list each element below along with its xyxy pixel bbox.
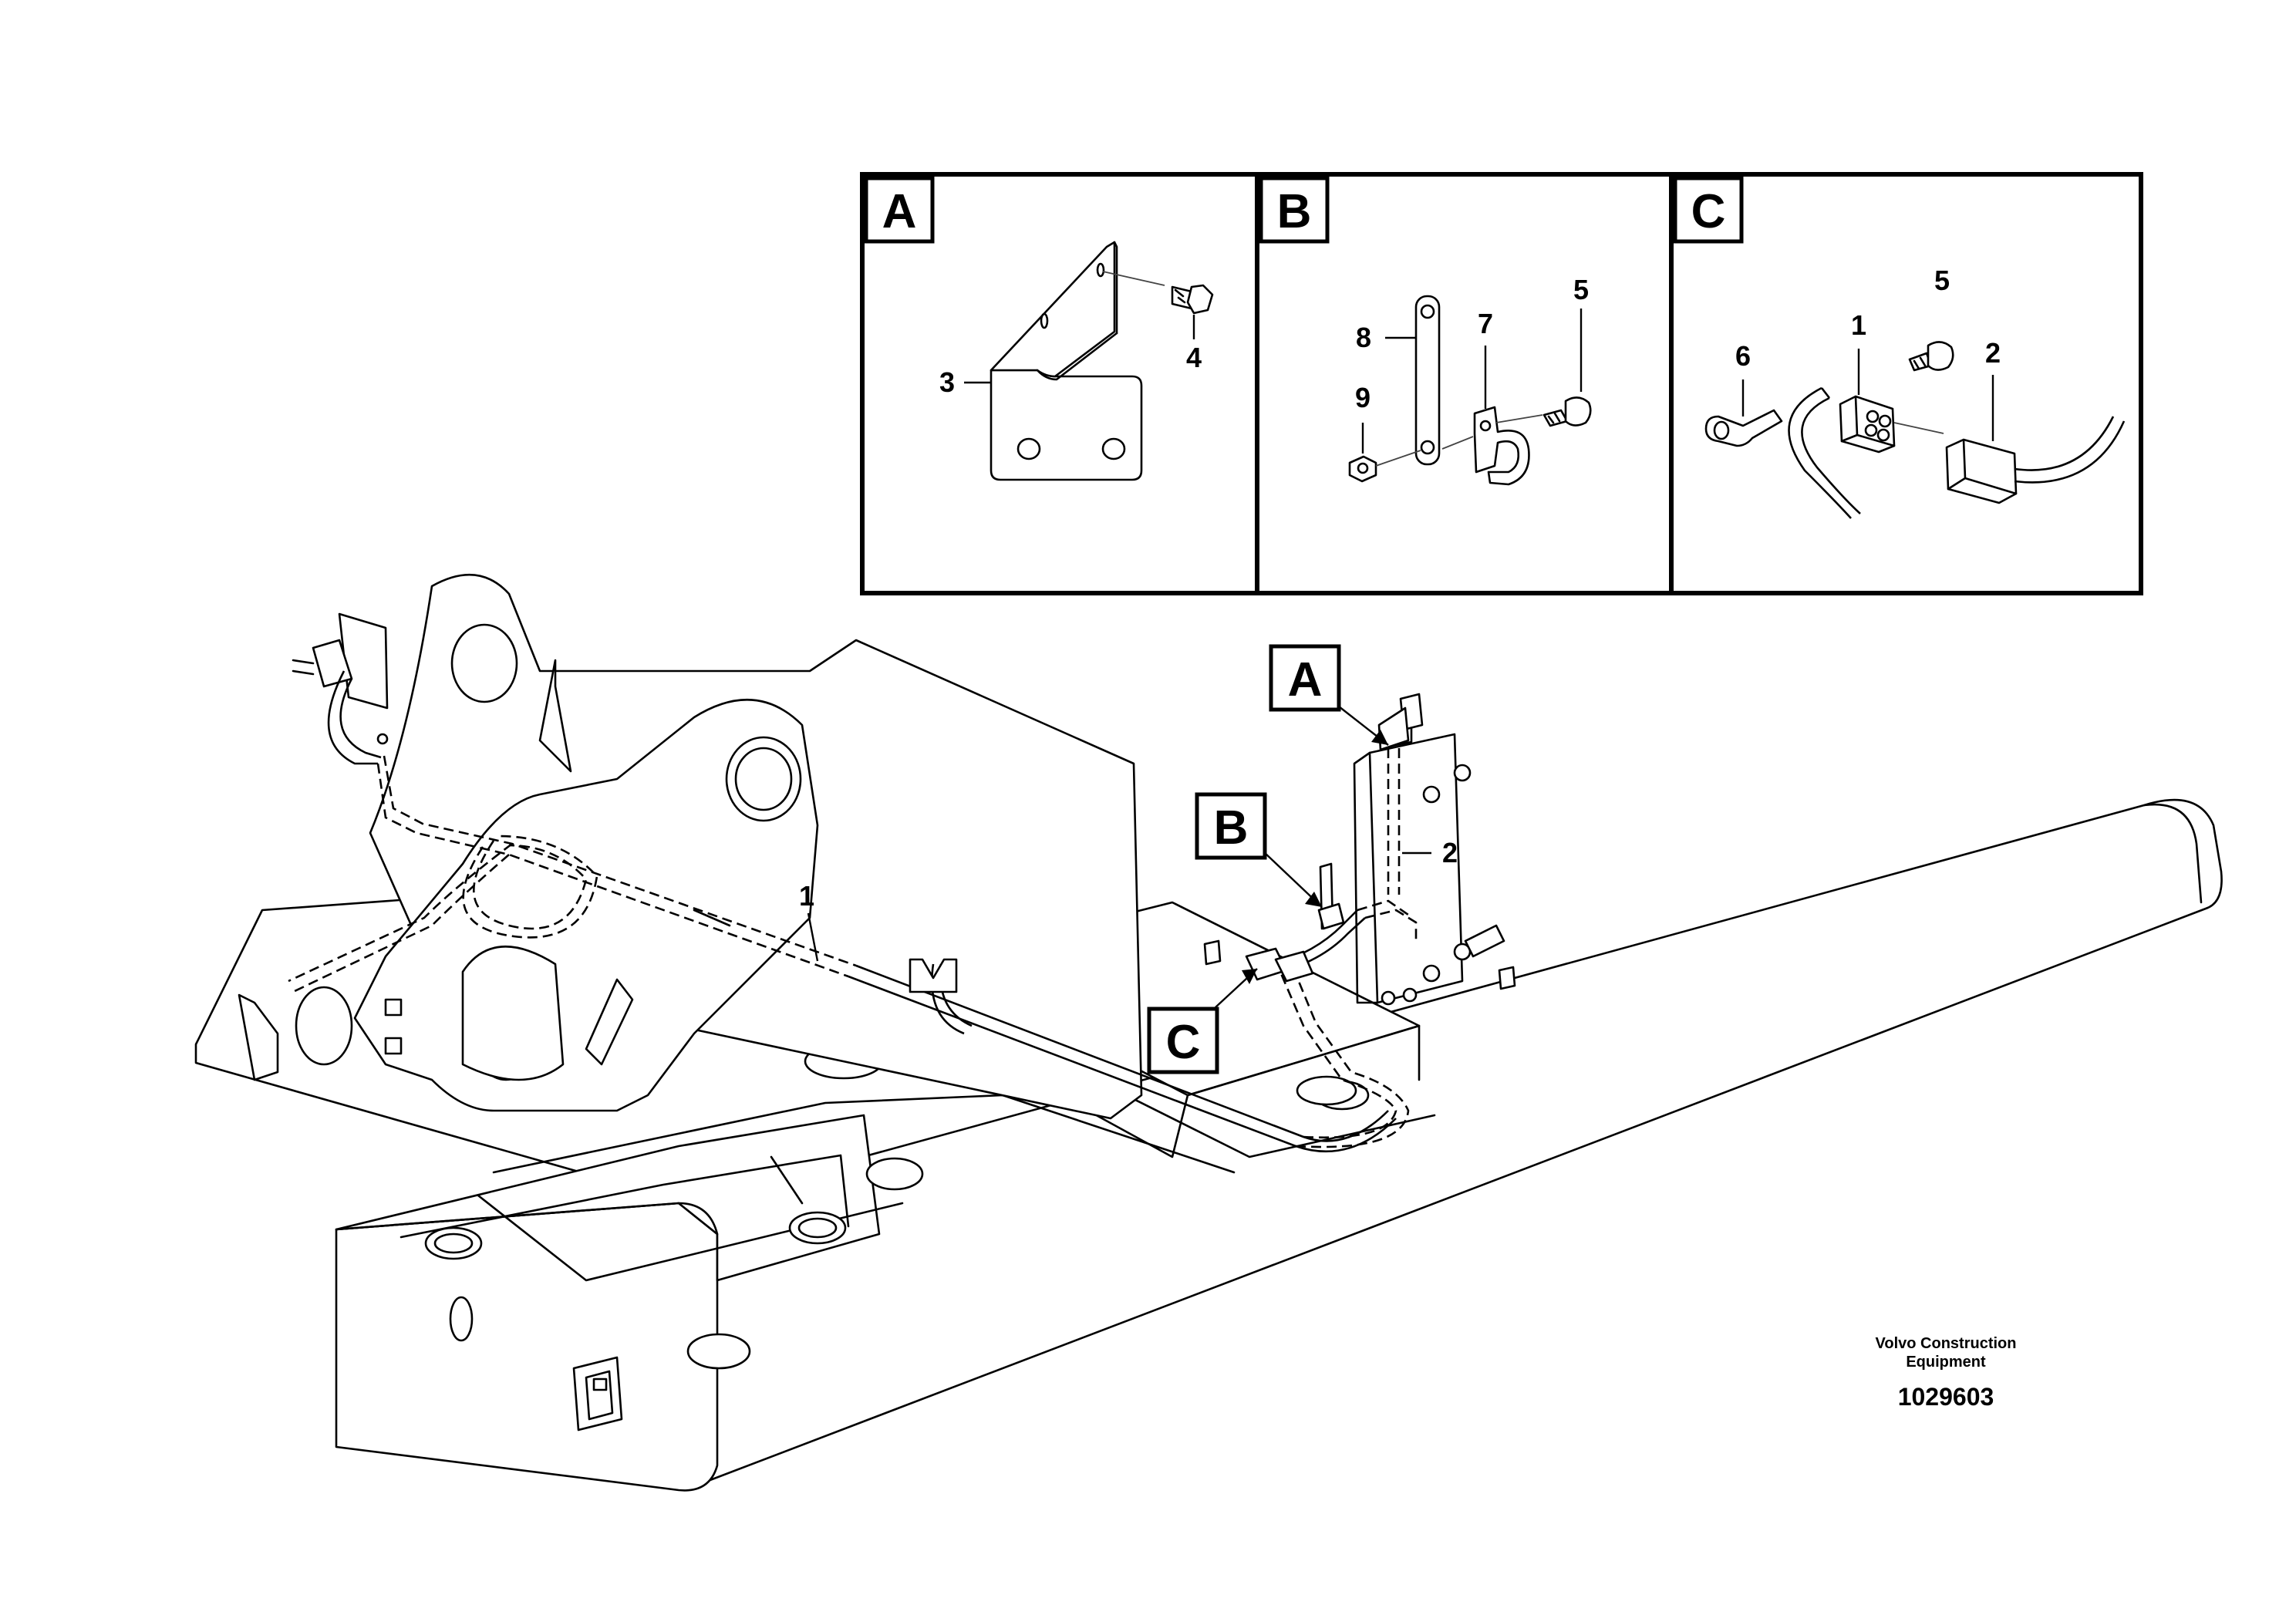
svg-text:3: 3 <box>939 366 955 398</box>
svg-text:8: 8 <box>1356 322 1371 353</box>
svg-text:A: A <box>882 185 917 238</box>
detail-panels: A B C 3 4 <box>860 172 2143 595</box>
panel-c-label: C <box>1673 176 1744 244</box>
panel-b-nut <box>1348 450 1421 483</box>
svg-text:9: 9 <box>1355 382 1371 413</box>
svg-text:2: 2 <box>1442 837 1458 868</box>
svg-text:5: 5 <box>1573 274 1589 305</box>
panel-a-bracket <box>990 241 1143 481</box>
panel-c-clip <box>1704 409 1783 447</box>
svg-text:C: C <box>1166 1016 1201 1069</box>
panel-c-connector-2 <box>1945 416 2126 504</box>
panel-c-cable-left <box>1788 386 1861 519</box>
panel-b-screw <box>1542 396 1592 427</box>
panel-b-clip <box>1441 406 1543 486</box>
panel-c-connector-1 <box>1839 395 1896 454</box>
svg-text:6: 6 <box>1735 340 1751 372</box>
switch-assembly <box>292 612 389 765</box>
callout-a: A <box>1269 644 1389 746</box>
panel-c-screw <box>1893 341 1954 434</box>
svg-text:B: B <box>1214 801 1249 855</box>
panel-a-label: A <box>864 176 935 244</box>
wire-harness <box>288 706 1418 1153</box>
svg-text:1: 1 <box>799 880 814 912</box>
panel-b-label: B <box>1259 176 1330 244</box>
svg-text:5: 5 <box>1934 265 1950 296</box>
panel-b-strap <box>1414 295 1441 466</box>
svg-text:A: A <box>1288 653 1323 706</box>
svg-text:1: 1 <box>1851 309 1866 341</box>
svg-text:2: 2 <box>1985 337 2001 369</box>
panel-a-bolt <box>1102 271 1214 315</box>
svg-text:Volvo Construction: Volvo Construction <box>1876 1335 2017 1352</box>
callout-c: C <box>1147 968 1258 1074</box>
housing-2 <box>1203 693 1516 1006</box>
svg-text:Equipment: Equipment <box>1906 1354 1986 1371</box>
svg-text:4: 4 <box>1186 342 1202 373</box>
svg-text:7: 7 <box>1478 308 1493 339</box>
svg-text:1029603: 1029603 <box>1898 1383 1994 1411</box>
callout-b: B <box>1195 792 1323 908</box>
svg-text:B: B <box>1277 185 1312 238</box>
svg-text:C: C <box>1691 185 1726 238</box>
company-footer: Volvo Construction Equipment 1029603 <box>1876 1335 2017 1411</box>
